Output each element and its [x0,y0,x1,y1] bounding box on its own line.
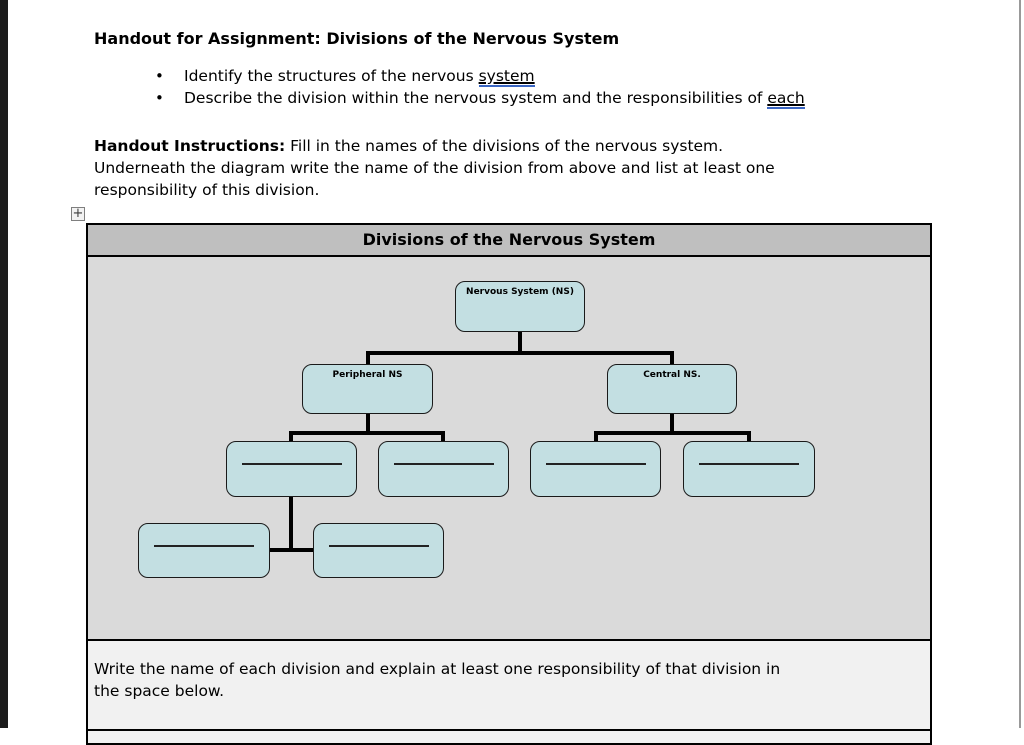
table-header-title: Divisions of the Nervous System [88,225,930,257]
underlined-word-system: system [478,67,535,87]
blank-write-line [154,545,254,547]
diagram-box-peripheral-ns[interactable]: Peripheral NS [302,364,433,414]
diagram-box-label: Nervous System (NS) [466,287,574,297]
connector-blank1-stem [289,497,293,552]
bullet-text: Identify the structures of the nervous [184,67,479,85]
connector-central-stem [670,414,674,435]
nervous-system-diagram: Nervous System (NS) Peripheral NS Centra… [88,257,930,641]
connector-blank3-stub [594,431,598,442]
instructions-line-1: Handout Instructions: Fill in the names … [94,137,724,155]
instructions-line-3: responsibility of this division. [94,181,320,199]
bullet-text: Describe the division within the nervous… [184,89,768,107]
connector-central-stub [670,351,674,365]
connector-central-children-bar [594,431,751,435]
underlined-word-each: each [767,89,805,109]
window-left-edge-bar [0,0,8,728]
diagram-box-blank-5[interactable] [138,523,270,578]
connector-root-stem [518,332,522,355]
connector-level2-bar [366,351,674,355]
blank-write-line [241,463,342,465]
connector-peripheral-stub [366,351,370,365]
note-line-2: the space below. [94,682,225,700]
nervous-system-table: Divisions of the Nervous System Nervous … [86,223,932,745]
connector-blank1-stub [289,431,293,442]
blank-write-line [545,463,646,465]
bullet-icon: • [155,89,164,107]
table-note-cell: Write the name of each division and expl… [88,641,930,731]
connector-blank4-stub [747,431,751,442]
table-move-handle-icon[interactable]: + [71,206,85,221]
diagram-box-label: Central NS. [643,370,701,380]
connector-blank2-stub [441,431,445,442]
diagram-box-central-ns[interactable]: Central NS. [607,364,737,414]
handout-title: Handout for Assignment: Divisions of the… [94,29,620,48]
bullet-item-identify: •Identify the structures of the nervous … [155,67,535,87]
instructions-label: Handout Instructions: [94,137,286,155]
connector-peripheral-children-bar [289,431,445,435]
bullet-icon: • [155,67,164,85]
window-right-edge-line [1019,0,1021,728]
table-answer-row[interactable] [88,731,930,743]
diagram-box-blank-2[interactable] [378,441,509,497]
diagram-box-blank-3[interactable] [530,441,661,497]
diagram-box-blank-1[interactable] [226,441,357,497]
diagram-box-blank-4[interactable] [683,441,815,497]
instructions-line-2: Underneath the diagram write the name of… [94,159,775,177]
note-line-1: Write the name of each division and expl… [94,660,781,678]
connector-peripheral-stem [366,414,370,435]
diagram-box-label: Peripheral NS [332,370,403,380]
diagram-box-nervous-system[interactable]: Nervous System (NS) [455,281,585,332]
handout-instructions: Handout Instructions: Fill in the names … [94,135,775,201]
connector-bottom-pair-bar [270,548,314,552]
diagram-box-blank-6[interactable] [313,523,444,578]
bullet-item-describe: • Describe the division within the nervou… [155,89,805,109]
blank-write-line [393,463,494,465]
blank-write-line [699,463,799,465]
blank-write-line [328,545,429,547]
